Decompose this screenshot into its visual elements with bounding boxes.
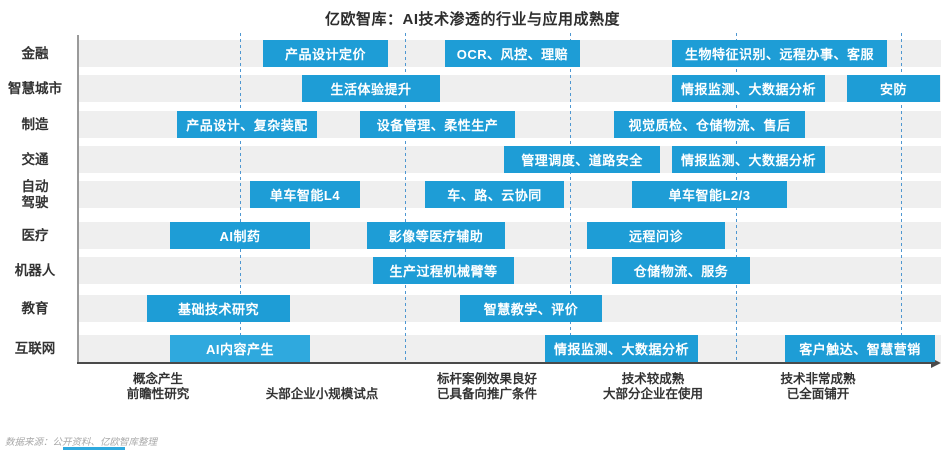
app-box: 产品设计定价 [263, 40, 388, 67]
source-note: 数据来源：公开资料、亿欧智库整理 [5, 437, 158, 448]
app-box: 产品设计、复杂装配 [177, 111, 317, 138]
x-axis-arrow-icon [931, 358, 941, 368]
app-box: 客户触达、智慧营销 [785, 335, 935, 362]
app-box: 单车智能L2/3 [632, 181, 787, 208]
app-box: AI制药 [170, 222, 310, 249]
industry-label: 教育 [21, 300, 49, 316]
industry-label: 自动 驾驶 [21, 178, 49, 210]
app-box: 生产过程机械臂等 [373, 257, 514, 284]
app-box: 情报监测、大数据分析 [545, 335, 698, 362]
industry-label: 医疗 [21, 227, 49, 243]
stage-label: 头部企业小规模试点 [265, 387, 379, 402]
industry-label: 金融 [21, 45, 49, 61]
app-box: 管理调度、道路安全 [504, 146, 660, 173]
app-box: 视觉质检、仓储物流、售后 [614, 111, 805, 138]
app-box: 生物特征识别、远程办事、客服 [672, 40, 887, 67]
app-box: OCR、风控、理赔 [445, 40, 580, 67]
industry-label: 机器人 [14, 262, 56, 278]
stage-label: 技术非常成熟 已全面铺开 [780, 371, 856, 402]
app-box: 远程问诊 [587, 222, 725, 249]
app-box: 单车智能L4 [250, 181, 360, 208]
stage-boundary-dashed-line [240, 33, 241, 363]
stage-label: 标杆案例效果良好 已具备向推广条件 [436, 371, 537, 402]
industry-label: 交通 [21, 151, 49, 167]
industry-label: 智慧城市 [8, 80, 62, 96]
industry-label: 互联网 [14, 340, 56, 356]
app-box: 安防 [847, 75, 940, 102]
app-box: 设备管理、柔性生产 [360, 111, 515, 138]
app-box: 情报监测、大数据分析 [672, 146, 825, 173]
stage-label: 技术较成熟 大部分企业在使用 [602, 371, 703, 402]
app-box: 基础技术研究 [147, 295, 290, 322]
app-box: 车、路、云协同 [425, 181, 564, 208]
stage-boundary-dashed-line [570, 33, 571, 363]
app-box: AI内容产生 [170, 335, 310, 362]
app-box: 影像等医疗辅助 [367, 222, 505, 249]
stage-boundary-dashed-line [405, 33, 406, 363]
footer-accent-line [63, 447, 125, 450]
app-box: 生活体验提升 [302, 75, 440, 102]
x-axis-line [77, 362, 933, 364]
industry-label: 制造 [21, 116, 49, 132]
stage-label: 概念产生 前瞻性研究 [126, 371, 190, 402]
chart-title: 亿欧智库：AI技术渗透的行业与应用成熟度 [324, 11, 620, 28]
app-box: 仓储物流、服务 [612, 257, 750, 284]
stage-boundary-dashed-line [901, 33, 902, 363]
y-axis-line [77, 35, 79, 363]
app-box: 情报监测、大数据分析 [672, 75, 825, 102]
app-box: 智慧教学、评价 [460, 295, 602, 322]
